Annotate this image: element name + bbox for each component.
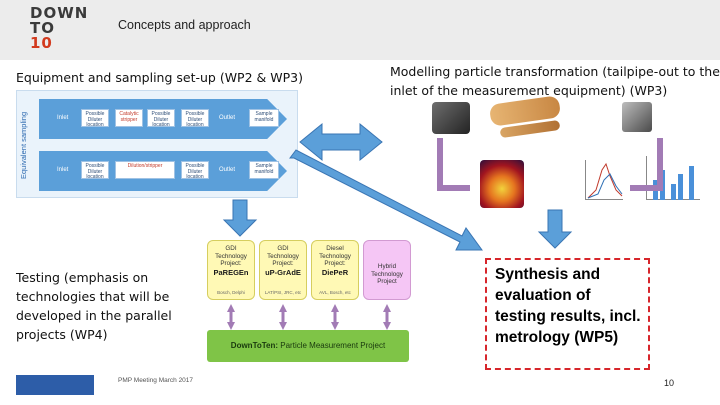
card-partners: AVL, Bosch, etc bbox=[319, 289, 351, 295]
lane2-node-4: Possible Diluter location bbox=[181, 161, 209, 180]
card-line: Project: bbox=[272, 260, 294, 267]
size-distribution-curve-icon bbox=[587, 162, 623, 199]
down-arrow-left-icon bbox=[222, 199, 258, 237]
card-project-name: uP-GrAdE bbox=[265, 267, 301, 277]
updown-arrow-2-icon bbox=[279, 304, 287, 330]
card-line: Technology bbox=[371, 270, 403, 278]
double-arrow-icon bbox=[299, 122, 383, 162]
lane2-node-1: Possible Diluter location bbox=[81, 161, 109, 180]
logo-line-2: TO bbox=[30, 19, 55, 37]
updown-arrow-4-icon bbox=[383, 304, 391, 330]
card-line: Project: bbox=[324, 260, 346, 267]
project-card-hybrid: Hybrid Technology Project bbox=[363, 240, 411, 300]
bracket-right-icon bbox=[630, 138, 663, 191]
measurement-equipment-image bbox=[622, 102, 652, 132]
down-arrow-right-icon bbox=[537, 209, 573, 249]
modelling-label: Modelling particle transformation (tailp… bbox=[390, 64, 720, 98]
header-bar bbox=[0, 0, 720, 60]
card-line: GDI bbox=[225, 245, 237, 252]
sampling-diagram: Equivalent sampling Inlet Possible Dilut… bbox=[16, 90, 298, 198]
logo-line-1: DOWN bbox=[30, 4, 89, 22]
lane1-node-2: Catalytic stripper bbox=[115, 109, 143, 127]
card-line: Project: bbox=[220, 260, 242, 267]
updown-arrow-1-icon bbox=[227, 304, 235, 330]
card-line: Hybrid bbox=[377, 263, 397, 270]
slide-title: Concepts and approach bbox=[118, 18, 251, 32]
page-number: 10 bbox=[664, 378, 675, 388]
project-card-diesel-dieper: Diesel Technology Project: DiePeR AVL, B… bbox=[311, 240, 359, 300]
card-line: GDI bbox=[277, 245, 289, 252]
card-line: Technology bbox=[267, 252, 299, 260]
lane1-node-3: Possible Diluter location bbox=[147, 109, 175, 128]
lane1-outlet: Outlet bbox=[219, 115, 236, 121]
card-line: Project bbox=[377, 278, 397, 285]
project-card-gdi-upgrade: GDI Technology Project: uP-GrAdE LAT/PSI… bbox=[259, 240, 307, 300]
updown-arrow-3-icon bbox=[331, 304, 339, 330]
diagonal-arrow-icon bbox=[289, 149, 483, 251]
lane2-outlet: Outlet bbox=[219, 167, 236, 173]
lane1-inlet: Inlet bbox=[57, 115, 69, 121]
synthesis-text: Synthesis and evaluation of testing resu… bbox=[495, 266, 641, 346]
card-project-name: DiePeR bbox=[321, 267, 349, 277]
lane1-node-4: Possible Diluter location bbox=[181, 109, 209, 128]
card-partners: LAT/PSI, JRC, etc bbox=[264, 289, 302, 295]
card-line: Diesel bbox=[326, 245, 344, 252]
footer-meeting: PMP Meeting March 2017 bbox=[118, 377, 194, 384]
card-line: Technology bbox=[319, 252, 351, 260]
surface-plot-image bbox=[480, 160, 524, 208]
lane1-end: Sample manifold bbox=[249, 109, 279, 127]
lane2-end: Sample manifold bbox=[249, 161, 279, 179]
down-to-ten-logo: DOWN TO 10 bbox=[30, 6, 94, 51]
banner-bold: DownToTen: bbox=[230, 341, 279, 350]
lane2-node-2: Dilution/stripper bbox=[115, 161, 175, 179]
downtoten-banner: DownToTen: Particle Measurement Project bbox=[207, 330, 409, 362]
eu-flag-logo bbox=[16, 375, 94, 395]
engine-image bbox=[432, 102, 470, 134]
lane2-inlet: Inlet bbox=[57, 167, 69, 173]
equipment-label: Equipment and sampling set-up (WP2 & WP3… bbox=[16, 70, 303, 85]
project-card-gdi-paregen: GDI Technology Project: PaREGEn Bosch, D… bbox=[207, 240, 255, 300]
lane1-node-1: Possible Diluter location bbox=[81, 109, 109, 128]
logo-line-3: 10 bbox=[30, 34, 53, 52]
size-distribution-plot-image bbox=[585, 160, 623, 200]
card-partners: Bosch, Delphi bbox=[217, 289, 245, 295]
bracket-left-icon bbox=[437, 138, 470, 191]
testing-label: Testing (emphasis on technologies that w… bbox=[16, 270, 172, 342]
synthesis-box bbox=[485, 258, 650, 370]
card-project-name: PaREGEn bbox=[213, 267, 249, 277]
banner-rest: Particle Measurement Project bbox=[278, 341, 386, 350]
card-line: Technology bbox=[215, 252, 247, 260]
